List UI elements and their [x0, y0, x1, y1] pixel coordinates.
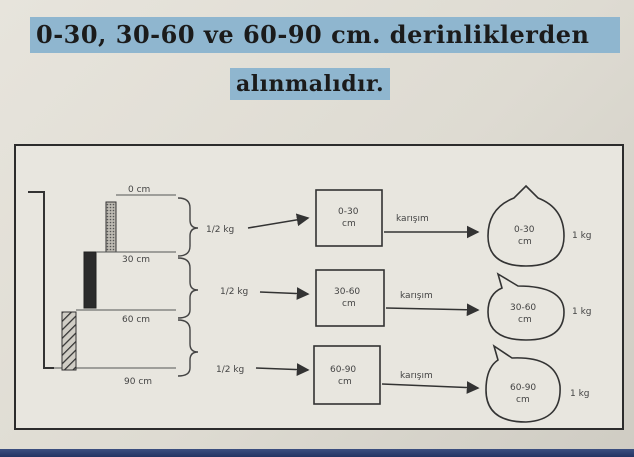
layer-30-60-bar [83, 251, 97, 309]
sample-amount: 1/2 kg [216, 365, 244, 375]
soil-profile-wall [28, 191, 54, 369]
mix-label: karışım [396, 214, 429, 224]
sample-bag-label: cm [518, 237, 532, 247]
sample-box-label: cm [338, 377, 352, 387]
sample-box-label: cm [342, 299, 356, 309]
sample-bag-label: 30-60 [510, 303, 536, 313]
depth-label: 0 cm [128, 185, 150, 195]
slide-title-line-2: alınmalıdır. [230, 68, 391, 100]
mix-label: karışım [400, 371, 433, 381]
bottom-accent-bar [0, 449, 634, 457]
sample-box [315, 269, 385, 327]
sample-bag-label: 0-30 [514, 225, 535, 235]
brace-30-60 [177, 257, 199, 319]
brace-0-30 [177, 197, 199, 257]
result-weight: 1 kg [572, 231, 592, 241]
slide-title-line-1: 0-30, 30-60 ve 60-90 cm. derinliklerden [30, 17, 620, 53]
sample-bag-label: cm [518, 315, 532, 325]
sample-box [313, 345, 381, 405]
sample-box-label: 0-30 [338, 207, 359, 217]
depth-label: 30 cm [122, 255, 150, 265]
sample-bag [487, 184, 565, 267]
depth-label: 90 cm [124, 377, 152, 387]
sample-box-label: cm [342, 219, 356, 229]
sample-amount: 1/2 kg [206, 225, 234, 235]
sample-box-label: 60-90 [330, 365, 356, 375]
sample-bag-label: cm [516, 395, 530, 405]
depth-label: 60 cm [122, 315, 150, 325]
brace-60-90 [177, 319, 199, 377]
sample-bag [485, 344, 561, 423]
sample-bag-label: 60-90 [510, 383, 536, 393]
result-weight: 1 kg [572, 307, 592, 317]
layer-0-30-bar [105, 201, 117, 253]
sample-box [315, 189, 383, 247]
layer-60-90-bar [61, 311, 77, 371]
diagram-canvas: 0 cm 30 cm 60 cm 90 cm 1/2 kg 0-30 cm ka… [28, 184, 592, 423]
sample-bag [487, 272, 565, 341]
sample-box-label: 30-60 [334, 287, 360, 297]
mix-label: karışım [400, 291, 433, 301]
sample-amount: 1/2 kg [220, 287, 248, 297]
result-weight: 1 kg [570, 389, 590, 399]
soil-sampling-diagram: 0 cm 30 cm 60 cm 90 cm 1/2 kg 0-30 cm ka… [14, 144, 624, 430]
